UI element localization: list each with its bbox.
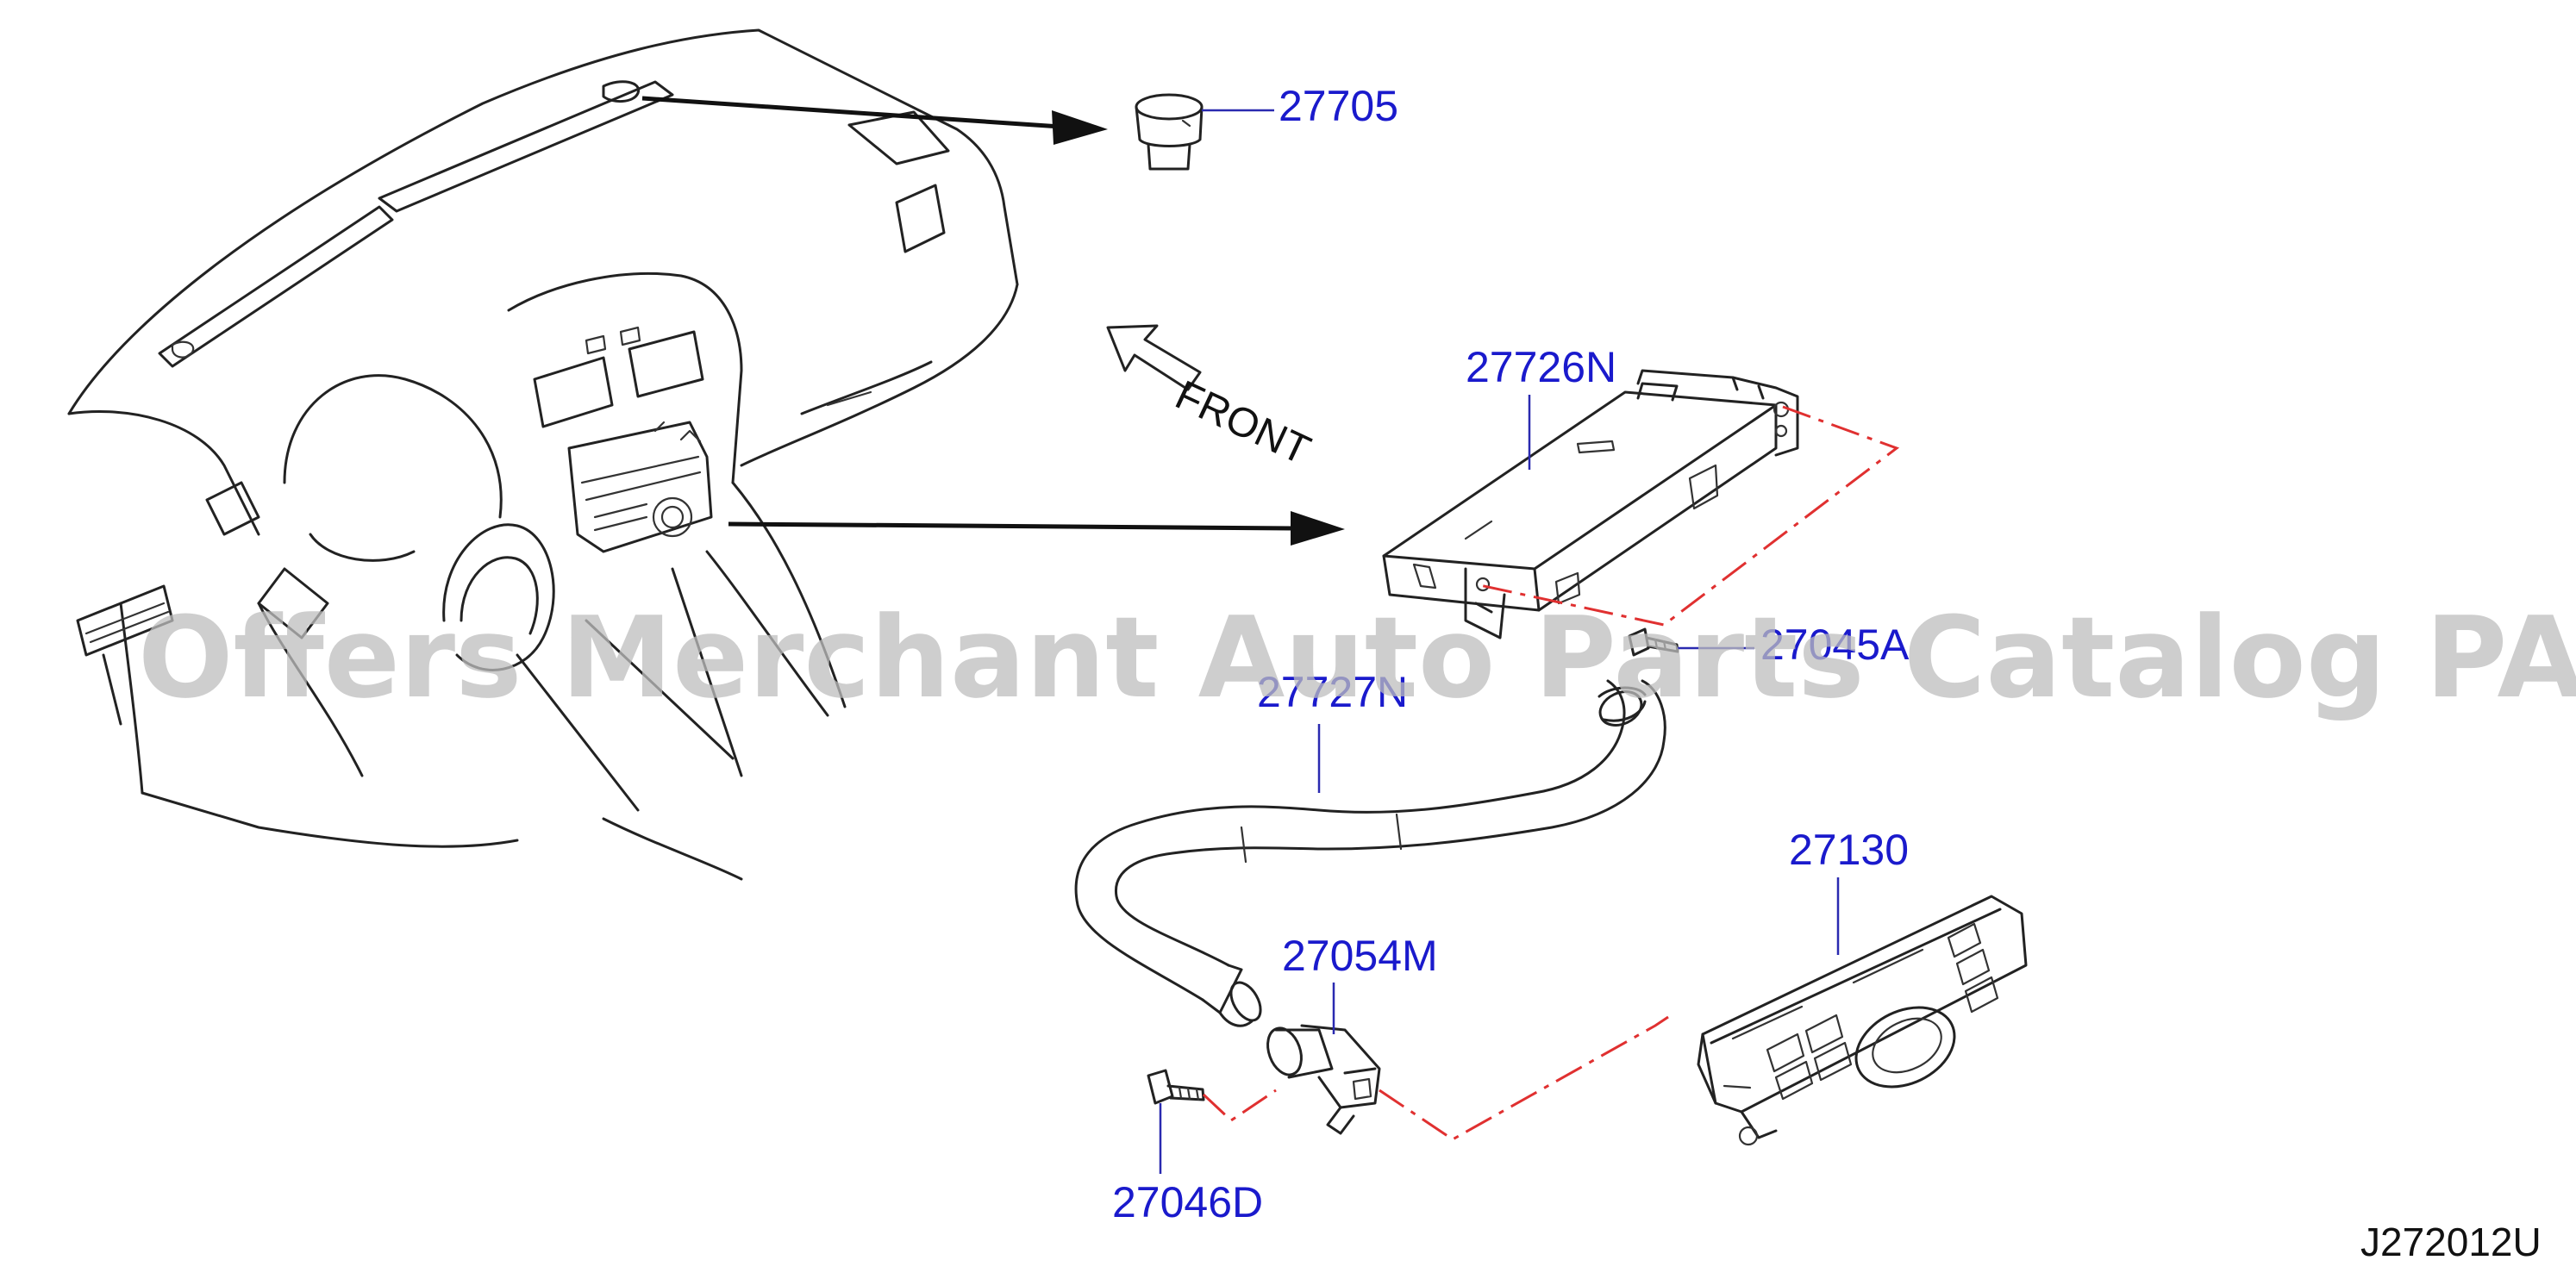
watermark-text: Offers Merchant Auto Parts Catalog PARTS…	[138, 592, 2576, 723]
hose-27727N-illustration	[1074, 679, 1666, 1027]
sensor-27705-illustration	[1135, 93, 1204, 171]
part-label-27727N: 27727N	[1257, 668, 1408, 716]
dashboard-illustration	[67, 28, 1019, 881]
part-label-27054M: 27054M	[1282, 932, 1438, 980]
part-label-27045A: 27045A	[1760, 621, 1910, 669]
part-label-27705: 27705	[1279, 82, 1398, 130]
mount-line-27726N	[1475, 405, 1900, 627]
aspirator-27054M-illustration	[1266, 1024, 1381, 1135]
drawing-code: J272012U	[2360, 1220, 2542, 1264]
part-label-27726N: 27726N	[1466, 343, 1616, 391]
part-label-27130: 27130	[1789, 826, 1909, 874]
front-arrow-icon: FRONT	[1106, 324, 1317, 474]
screw-27045A-illustration	[1628, 627, 1679, 657]
bolt-27046D-illustration	[1147, 1069, 1205, 1105]
control-unit-27726N-illustration	[1382, 369, 1799, 640]
mount-line-27046D	[1202, 1089, 1277, 1122]
callout-arrows	[641, 96, 1345, 546]
front-label: FRONT	[1168, 372, 1316, 474]
part-label-27046D: 27046D	[1112, 1178, 1263, 1226]
mount-line-27130	[1379, 1015, 1669, 1141]
control-panel-27130-illustration	[1697, 895, 2028, 1146]
